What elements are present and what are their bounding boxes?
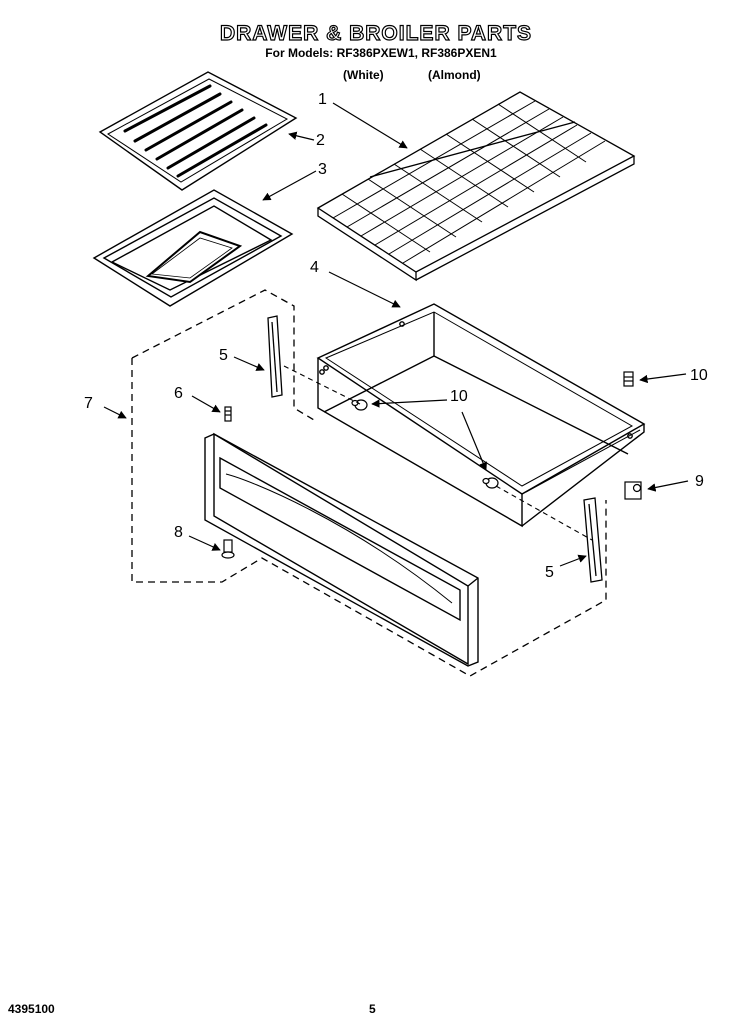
screw-part-6 xyxy=(224,406,232,422)
color-almond-label: (Almond) xyxy=(428,68,481,82)
callout-4: 4 xyxy=(310,259,319,276)
callout-10-drawer: 10 xyxy=(450,388,468,405)
drawer-slide-part-left xyxy=(267,315,283,398)
callout-5-right: 5 xyxy=(545,564,554,581)
broiler-pan-part xyxy=(92,189,294,307)
callout-1: 1 xyxy=(318,91,327,108)
drawer-rack-part xyxy=(316,91,636,282)
color-white-label: (White) xyxy=(343,68,384,82)
drawer-front-part xyxy=(204,432,479,667)
screw-part-8 xyxy=(221,539,235,559)
drawer-body-part xyxy=(316,303,646,528)
callout-6: 6 xyxy=(174,385,183,402)
assembly-outline-slide xyxy=(283,365,593,541)
page-number: 5 xyxy=(369,1002,376,1016)
callout-leaders xyxy=(103,102,689,567)
broiler-grid-part xyxy=(98,71,298,191)
document-number: 4395100 xyxy=(8,1002,55,1016)
screw-part-10-side xyxy=(623,371,634,387)
screw-part-10-drawer xyxy=(351,399,499,489)
callout-7: 7 xyxy=(84,395,93,412)
callout-8: 8 xyxy=(174,524,183,541)
page-title: DRAWER & BROILER PARTS xyxy=(219,21,533,45)
assembly-outline-drawer xyxy=(131,289,607,677)
models-line: For Models: RF386PXEW1, RF386PXEN1 xyxy=(265,46,497,60)
clip-part-9 xyxy=(624,481,642,500)
callout-3: 3 xyxy=(318,161,327,178)
callout-10-side: 10 xyxy=(690,367,708,384)
callout-9: 9 xyxy=(695,473,704,490)
callout-5-left: 5 xyxy=(219,347,228,364)
callout-2: 2 xyxy=(316,132,325,149)
page-header: DRAWER & BROILER PARTS For Models: RF386… xyxy=(0,21,752,61)
drawer-slide-part-right xyxy=(583,497,603,583)
